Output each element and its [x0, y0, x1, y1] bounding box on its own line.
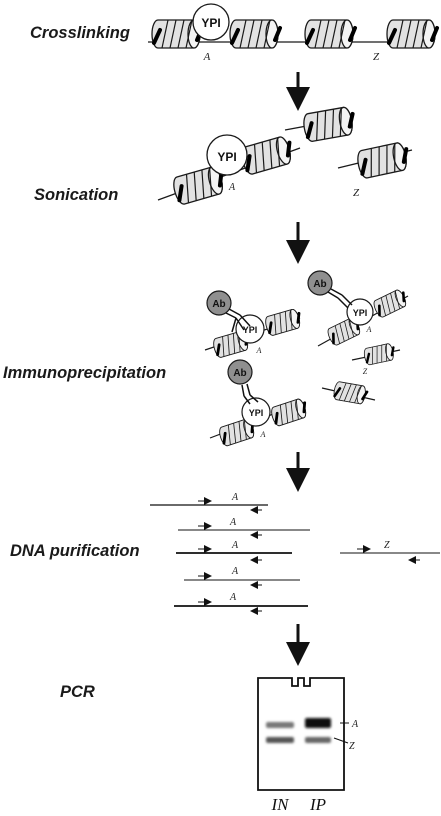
gel-band	[305, 718, 331, 728]
step-label-immunoprecipitation: Immunoprecipitation	[3, 364, 166, 382]
ypi-protein-label: YPI	[243, 325, 258, 335]
immunoprecipitation-complexes: YPI A Ab YPI A Ab Z YPI A Ab	[204, 270, 411, 449]
crosslinking-chromatin: YPI A Z	[148, 3, 437, 63]
locus-a-label: A	[231, 566, 239, 577]
antibody	[206, 290, 232, 316]
locus-a-label: A	[231, 540, 239, 551]
antibody-label: Ab	[233, 368, 246, 379]
ypi-protein-label: YPI	[353, 308, 368, 318]
locus-z-label: Z	[353, 187, 360, 199]
step-label-dna-purification: DNA purification	[10, 542, 140, 560]
ypi-protein-label: YPI	[217, 150, 236, 164]
locus-z-label: Z	[373, 51, 380, 63]
antibody	[307, 270, 333, 296]
locus-a-label: A	[229, 517, 237, 528]
antibody-label: Ab	[212, 299, 225, 310]
gel-band	[305, 737, 331, 743]
locus-a-label: A	[256, 346, 262, 355]
step-label-sonication: Sonication	[34, 186, 118, 204]
ypi-protein-circle	[192, 3, 230, 41]
gel-band	[266, 737, 294, 743]
antibody-label: Ab	[313, 279, 326, 290]
locus-a-label: A	[231, 492, 239, 503]
ypi-protein-label: YPI	[201, 16, 220, 30]
locus-a-label: A	[366, 325, 372, 334]
step-label-pcr: PCR	[60, 683, 95, 701]
gel-band-label-z: Z	[349, 741, 355, 752]
gel-band	[266, 722, 294, 728]
step-label-crosslinking: Crosslinking	[30, 24, 130, 42]
locus-a-label: A	[229, 592, 237, 603]
lane-label-in: IN	[271, 795, 291, 814]
antibody	[227, 359, 253, 385]
gel-band-label-a: A	[351, 719, 359, 730]
locus-z-label: Z	[363, 367, 368, 376]
dna-fragments: A A A A A Z	[150, 492, 440, 615]
locus-z-label: Z	[384, 540, 390, 551]
locus-a-label: A	[203, 51, 211, 63]
locus-a-label: A	[228, 182, 236, 193]
ypi-protein-label: YPI	[249, 408, 264, 418]
lane-label-ip: IP	[309, 795, 326, 814]
sonication-fragments: YPI A Z	[157, 106, 412, 206]
pcr-gel: A Z IN IP	[257, 677, 359, 814]
locus-a-label: A	[260, 430, 266, 439]
